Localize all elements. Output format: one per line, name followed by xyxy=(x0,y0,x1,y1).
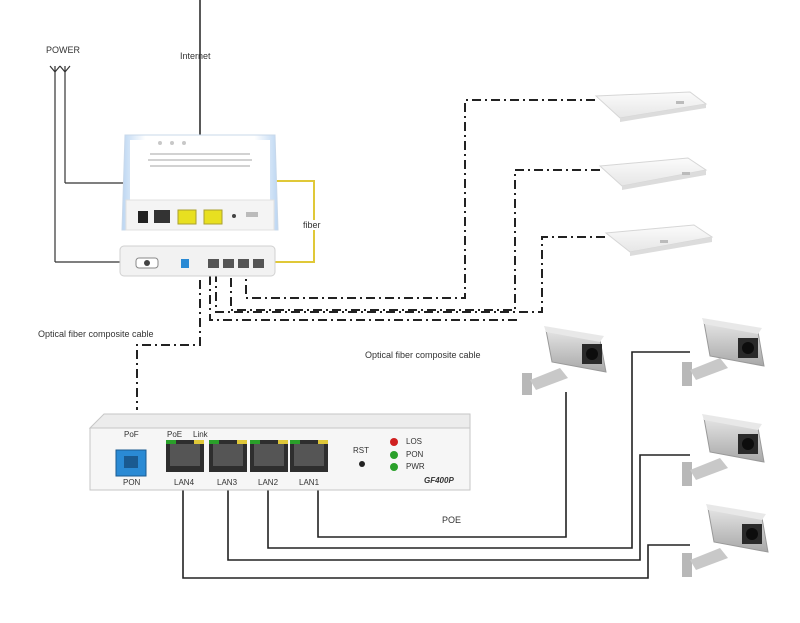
led-los-label: LOS xyxy=(406,437,423,446)
poe-cables xyxy=(182,351,690,579)
link-header-label: Link xyxy=(193,430,208,439)
rj45-port-icon xyxy=(250,440,288,472)
ethernet-port-icon xyxy=(154,210,170,223)
poe-label: POE xyxy=(442,515,462,525)
lan-ports-small xyxy=(208,259,264,268)
ap-cables xyxy=(209,99,605,321)
led-pwr-label: PWR xyxy=(406,462,425,471)
access-point-icon xyxy=(604,224,714,256)
pon-port-label: PON xyxy=(123,478,141,487)
led-pon-label: PON xyxy=(406,450,424,459)
yellow-port-icon xyxy=(203,209,223,225)
camera-icon xyxy=(682,318,765,386)
camera-icon xyxy=(682,414,765,486)
led-los-icon xyxy=(390,438,398,446)
lan4-label: LAN4 xyxy=(174,478,195,487)
rj45-port-icon xyxy=(209,440,247,472)
pof-label: PoF xyxy=(124,430,139,439)
antenna-icon xyxy=(49,65,71,262)
ont-router xyxy=(121,134,279,231)
vent-grille xyxy=(148,153,252,167)
gf400p-device xyxy=(88,413,471,491)
fiber-label: fiber xyxy=(302,220,322,230)
power-label: POWER xyxy=(46,45,81,55)
access-point-icon xyxy=(594,91,708,122)
reset-button-icon xyxy=(359,461,365,467)
pon-port-icon xyxy=(181,259,189,268)
led-pon-icon xyxy=(390,451,398,459)
composite-cable-down xyxy=(136,280,201,410)
yellow-port-icon xyxy=(177,209,197,225)
rst-label: RST xyxy=(353,446,369,455)
composite-cable-label-mid: Optical fiber composite cable xyxy=(365,350,481,360)
rj45-port-icon xyxy=(166,440,204,472)
access-point-icon xyxy=(598,157,708,190)
power-jack-icon xyxy=(138,211,148,223)
composite-cable-label-left: Optical fiber composite cable xyxy=(38,329,154,339)
led-pwr-icon xyxy=(390,463,398,471)
model-label: GF400P xyxy=(424,476,454,485)
lan3-label: LAN3 xyxy=(217,478,238,487)
rj45-port-icon xyxy=(290,440,328,472)
lan1-label: LAN1 xyxy=(299,478,320,487)
internet-label: Internet xyxy=(180,51,211,61)
poe-header-label: PoE xyxy=(167,430,183,439)
lan2-label: LAN2 xyxy=(258,478,279,487)
power-lines xyxy=(55,182,125,263)
camera-icon xyxy=(522,326,607,395)
pof-switch-box xyxy=(119,245,276,277)
camera-icon xyxy=(682,504,769,577)
